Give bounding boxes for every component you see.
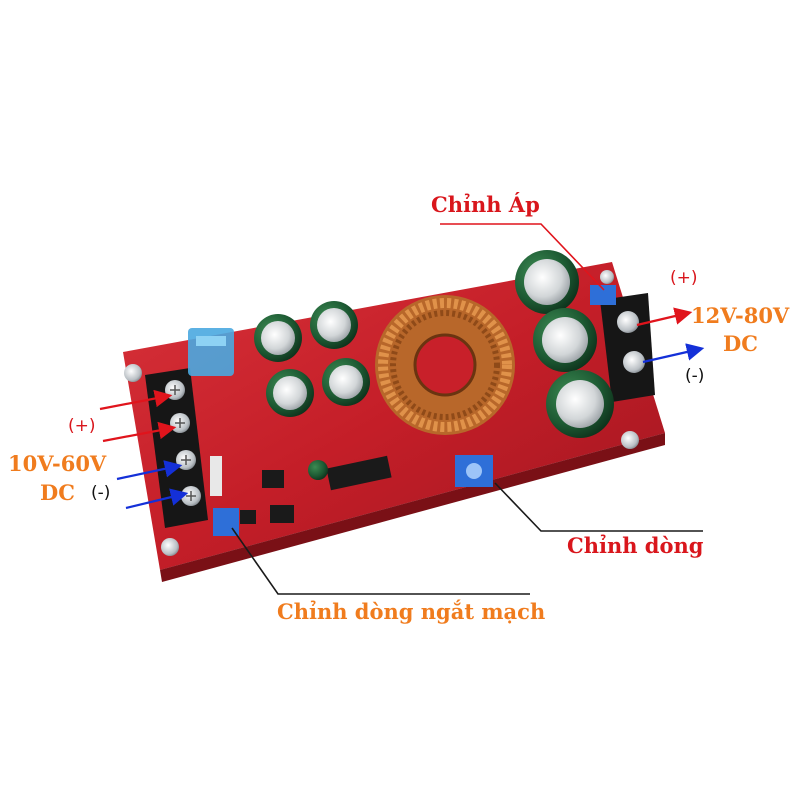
input-voltage-label: 10V-60V: [8, 451, 107, 476]
mounting-screws: [124, 270, 639, 556]
toroidal-inductor: [375, 295, 515, 435]
current-adjust-label: Chỉnh dòng: [567, 533, 704, 558]
input-minus-label: (-): [91, 483, 111, 503]
potentiometers: [213, 285, 616, 536]
voltage-adjust-label: Chỉnh Áp: [431, 192, 540, 217]
output-plus-label: (+): [670, 268, 698, 288]
output-minus-label: (-): [685, 366, 705, 386]
output-terminal-block: [600, 293, 655, 402]
input-dc-label: DC: [40, 480, 75, 505]
short-circuit-current-adjust-label: Chỉnh dòng ngắt mạch: [277, 599, 546, 624]
fuse: [188, 328, 234, 376]
terminal-arrows: [99, 307, 705, 510]
ic-chips: [210, 455, 392, 524]
input-plus-label: (+): [68, 416, 96, 436]
capacitors: [254, 250, 614, 438]
output-dc-label: DC: [723, 331, 758, 356]
callout-lines: [231, 223, 703, 595]
output-voltage-label: 12V-80V: [691, 303, 790, 328]
